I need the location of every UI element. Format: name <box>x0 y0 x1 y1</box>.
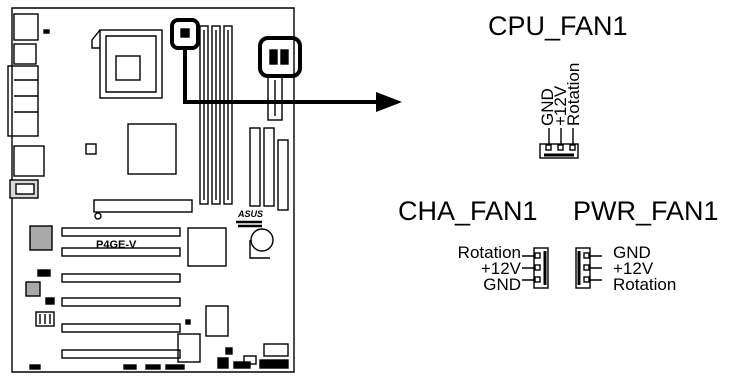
agp-slot <box>93 199 193 213</box>
cpu-fan-header-pins <box>180 28 190 38</box>
dimm-slot-3 <box>223 25 233 205</box>
header-bottom-4 <box>165 364 185 370</box>
pci-slot-4 <box>61 297 181 307</box>
pci-slot-5 <box>61 323 181 333</box>
bios-chip <box>205 305 229 337</box>
cha-fan-connector-graphic <box>522 247 549 289</box>
capacitor-square <box>85 143 97 155</box>
cpu-fan-title: CPU_FAN1 <box>488 11 628 41</box>
ide-connector-2 <box>263 127 275 207</box>
cpu-fan-connector-graphic <box>539 128 579 159</box>
header-bottom-3 <box>145 364 161 370</box>
pointer-arrow <box>183 48 402 112</box>
audio-chip <box>29 225 53 251</box>
dimm-slot-1 <box>199 25 209 205</box>
pwr-fan-pin-gnd: GND <box>613 243 651 262</box>
cpu-core <box>115 55 141 81</box>
header-bottom-6 <box>233 361 251 369</box>
asus-logo <box>236 220 262 228</box>
io-port-lan <box>13 145 45 177</box>
small-chip-top <box>43 29 50 34</box>
atx-power-connector <box>267 75 283 121</box>
board-model-label: P4GE-V <box>96 239 137 251</box>
pci-slot-1 <box>61 227 181 237</box>
io-port-serial <box>7 65 39 137</box>
motherboard-outline <box>11 7 295 373</box>
header-bottom-1 <box>29 364 41 370</box>
cha-fan-pin-gnd: GND <box>483 275 521 294</box>
motherboard-layout <box>7 7 302 373</box>
header-bottom-2 <box>123 364 137 370</box>
cpu-socket <box>99 29 163 99</box>
cha-fan-pin-rotation: Rotation <box>457 243 521 262</box>
pwr-fan-connector-graphic <box>575 247 602 289</box>
cmos-battery <box>250 228 274 252</box>
io-port-ps2 <box>13 13 39 41</box>
ide-connector-1 <box>249 127 261 207</box>
ide-connector-3 <box>277 139 289 211</box>
dimm-slot-2 <box>211 25 221 205</box>
header-bottom-7 <box>259 359 289 369</box>
pwr-fan-pin-12v: +12V <box>613 259 654 278</box>
cha-fan-pin-12v: +12V <box>480 259 521 278</box>
northbridge-chip <box>127 123 177 175</box>
cpu-fan-pin-rotation: Rotation <box>564 62 583 126</box>
pci-slot-2 <box>61 247 181 257</box>
southbridge-chip <box>187 227 227 267</box>
cha-fan-title: CHA_FAN1 <box>398 196 538 226</box>
superio-chip <box>177 333 201 363</box>
pci-slot-3 <box>61 273 181 283</box>
board-brand-label: ASUS <box>238 209 264 219</box>
pci-slot-6 <box>61 349 181 359</box>
pwr-fan-pin-rotation: Rotation <box>613 275 677 294</box>
io-port-usb-top <box>13 43 37 65</box>
pwr-fan-title: PWR_FAN1 <box>573 196 719 226</box>
header-bottom-5 <box>217 357 229 369</box>
